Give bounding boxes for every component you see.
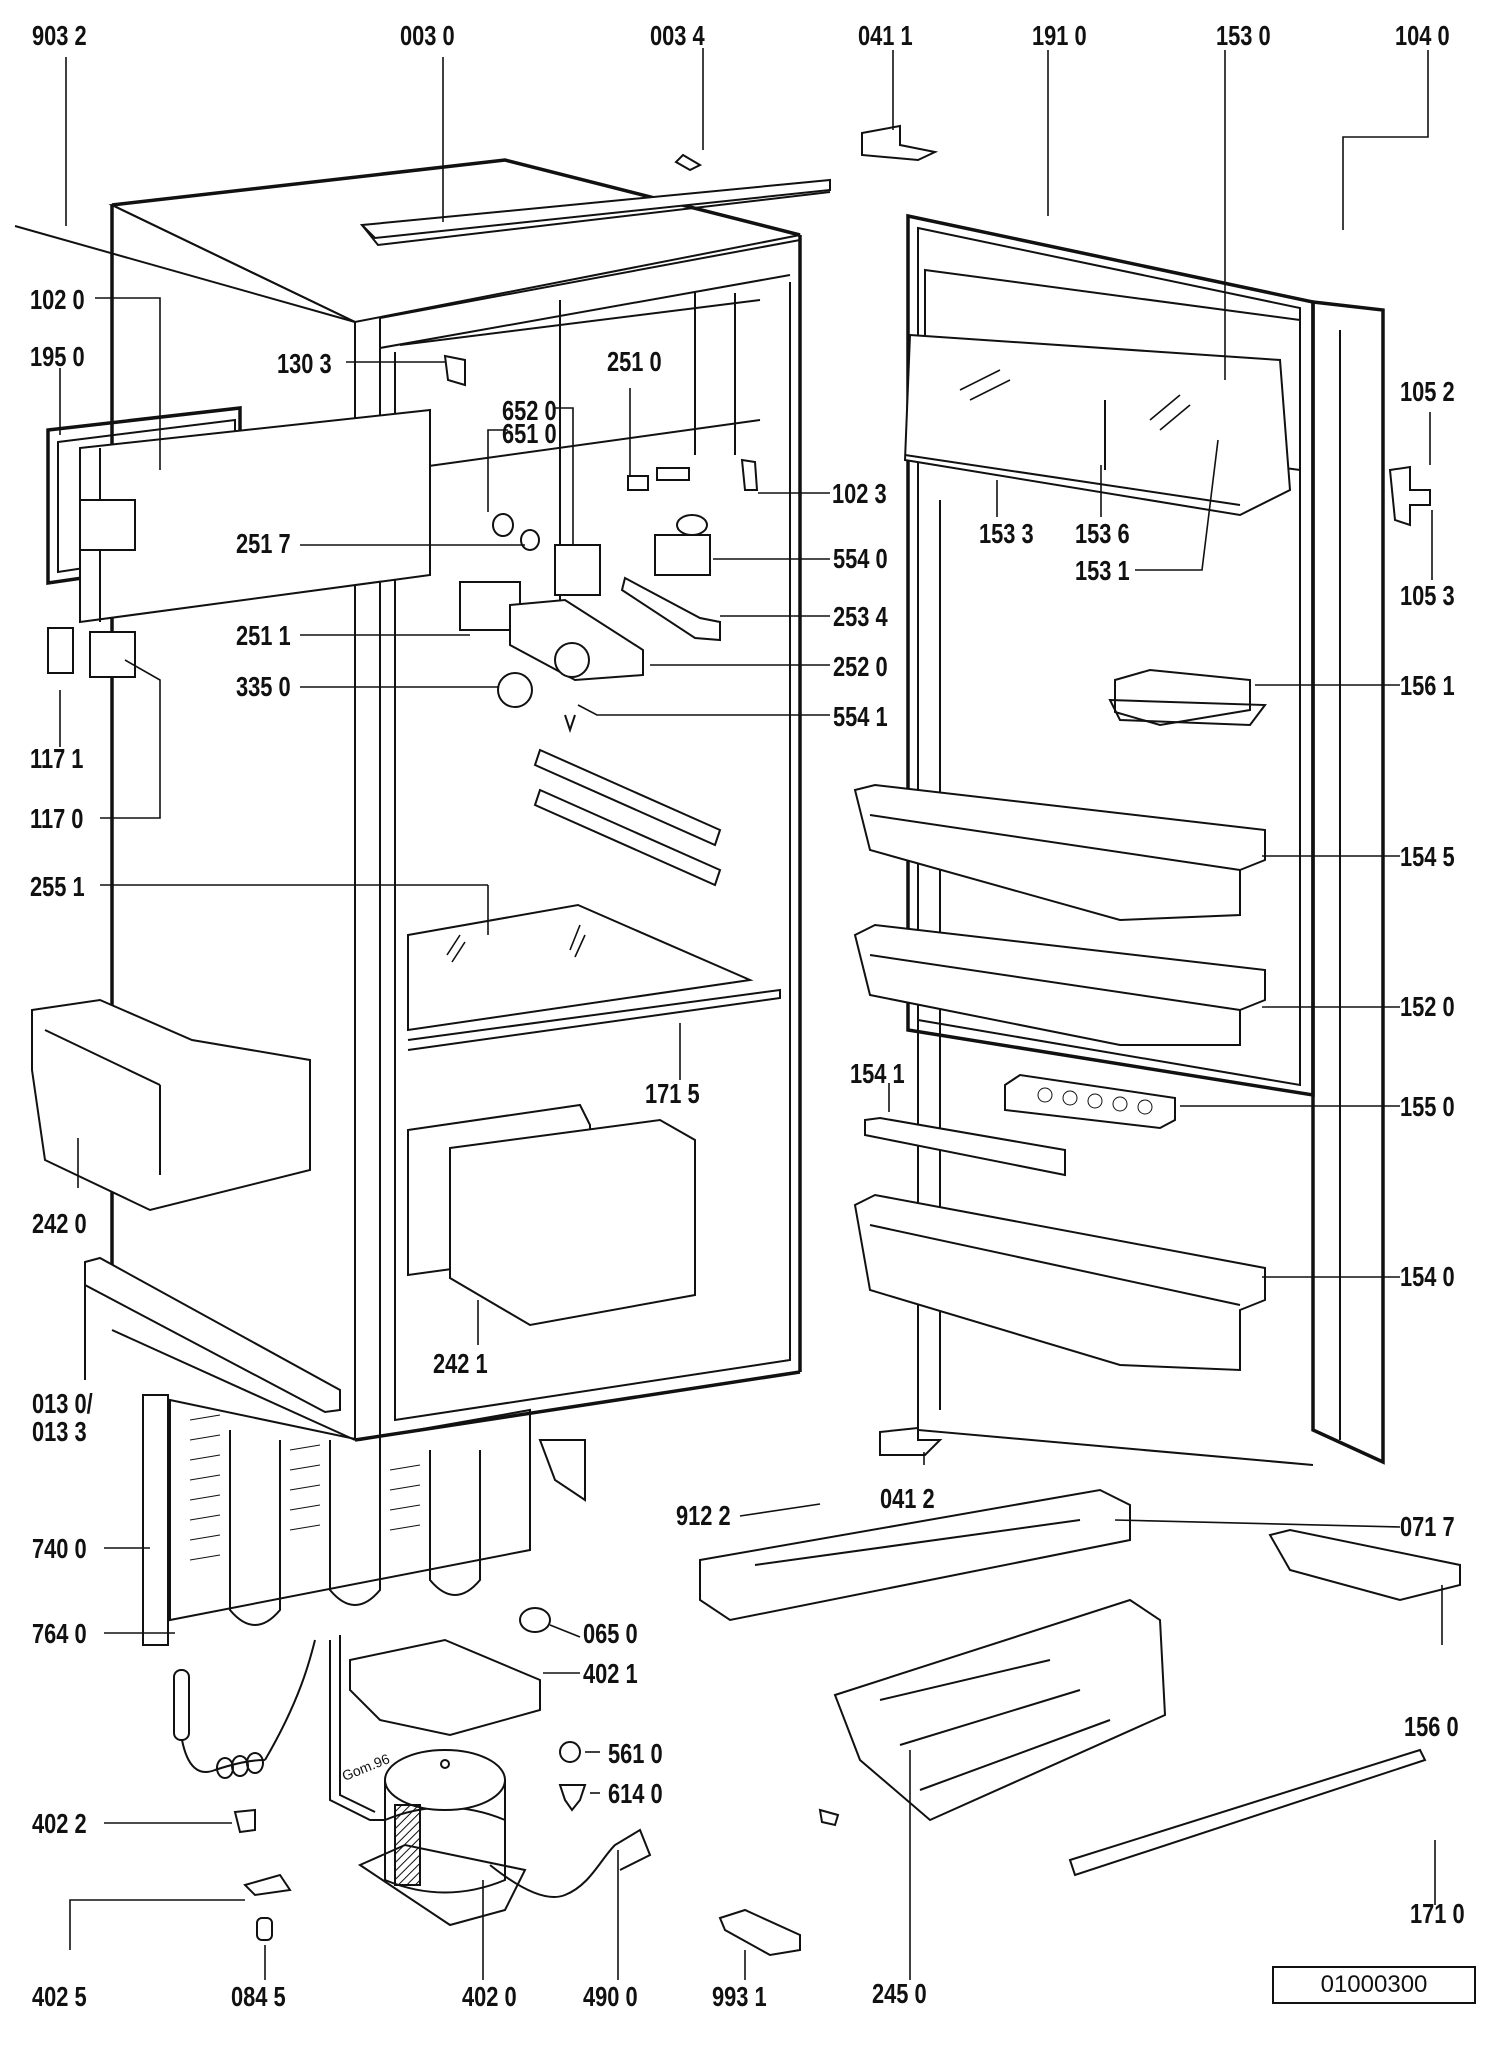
- part-label-993-1: 993 1: [712, 1981, 767, 2012]
- crisper-drawer-left: [31, 998, 311, 1212]
- part-label-251-1: 251 1: [236, 620, 291, 651]
- part-label-105-3: 105 3: [1400, 580, 1455, 611]
- compressor: [329, 1635, 541, 1927]
- part-label-245-0: 245 0: [872, 1978, 927, 2009]
- part-label-651-0: 651 0: [502, 418, 557, 449]
- reference-code: 01000300: [1320, 1971, 1428, 1998]
- part-label-903-2: 903 2: [32, 20, 87, 51]
- filter-drier: [173, 1639, 316, 1779]
- part-label-614-0: 614 0: [608, 1778, 663, 1809]
- part-label-402-0: 402 0: [462, 1981, 517, 2012]
- part-label-253-4: 253 4: [833, 601, 888, 632]
- part-label-153-1: 153 1: [1075, 555, 1130, 586]
- freezer-door: [46, 406, 431, 624]
- part-label-255-1: 255 1: [30, 871, 85, 902]
- part-label-251-0: 251 0: [607, 346, 662, 377]
- part-label-084-5: 084 5: [231, 1981, 286, 2012]
- part-label-251-7: 251 7: [236, 528, 291, 559]
- door: [853, 213, 1385, 1466]
- part-label-041-2: 041 2: [880, 1483, 935, 1514]
- part-label-402-1: 402 1: [583, 1658, 638, 1689]
- part-label-003-4: 003 4: [650, 20, 705, 51]
- part-label-242-1: 242 1: [433, 1348, 488, 1379]
- part-label-912-2: 912 2: [676, 1500, 731, 1531]
- part-label-740-0: 740 0: [32, 1533, 87, 1564]
- lamp-thermostat-assembly: [443, 354, 759, 734]
- condenser: [142, 1394, 586, 1646]
- part-label-154-1: 154 1: [850, 1058, 905, 1089]
- part-label-117-0: 117 0: [30, 803, 84, 834]
- part-label-195-0: 195 0: [30, 341, 85, 372]
- part-label-402-5: 402 5: [32, 1981, 87, 2012]
- part-label-071-7: 071 7: [1400, 1511, 1455, 1542]
- interior-shelves: [407, 748, 781, 1327]
- part-label-171-0: 171 0: [1410, 1898, 1465, 1929]
- part-label-105-2: 105 2: [1400, 376, 1455, 407]
- hinges: [861, 124, 1431, 1456]
- part-label-117-1: 117 1: [30, 743, 84, 774]
- part-label-764-0: 764 0: [32, 1618, 87, 1649]
- kick-plate: [84, 1256, 341, 1414]
- part-label-191-0: 191 0: [1032, 20, 1087, 51]
- part-label-652-0: 652 0: [502, 395, 557, 426]
- part-label-155-0: 155 0: [1400, 1091, 1455, 1122]
- part-label-153-6: 153 6: [1075, 518, 1130, 549]
- part-label-102-0: 102 0: [30, 284, 85, 315]
- part-label-154-0: 154 0: [1400, 1261, 1455, 1292]
- part-label-554-1: 554 1: [833, 701, 888, 732]
- part-label-102-3: 102 3: [832, 478, 887, 509]
- part-label-152-0: 152 0: [1400, 991, 1455, 1022]
- accessories: [699, 1488, 1461, 1957]
- part-label-171-5: 171 5: [645, 1078, 700, 1109]
- hinge-covers: [47, 627, 161, 819]
- leader-lines: [59, 48, 1443, 1980]
- part-label-156-1: 156 1: [1400, 670, 1455, 701]
- part-label-104-0: 104 0: [1395, 20, 1450, 51]
- part-label-561-0: 561 0: [608, 1738, 663, 1769]
- part-label-003-0: 003 0: [400, 20, 455, 51]
- part-label-153-3: 153 3: [979, 518, 1034, 549]
- reference-code-box: 01000300: [1272, 1966, 1476, 2004]
- part-label-252-0: 252 0: [833, 651, 888, 682]
- part-label-154-5: 154 5: [1400, 841, 1455, 872]
- part-label-041-1: 041 1: [858, 20, 913, 51]
- compressor-accessories: [233, 1607, 652, 1941]
- part-label-153-0: 153 0: [1216, 20, 1271, 51]
- part-label-335-0: 335 0: [236, 671, 291, 702]
- part-label-065-0: 065 0: [583, 1618, 638, 1649]
- part-label-490-0: 490 0: [583, 1981, 638, 2012]
- part-label-013-0-013-3: 013 0/ 013 3: [32, 1388, 93, 1447]
- part-label-130-3: 130 3: [277, 348, 332, 379]
- part-label-242-0: 242 0: [32, 1208, 87, 1239]
- part-label-402-2: 402 2: [32, 1808, 87, 1839]
- part-label-554-0: 554 0: [833, 543, 888, 574]
- part-label-156-0: 156 0: [1404, 1711, 1459, 1742]
